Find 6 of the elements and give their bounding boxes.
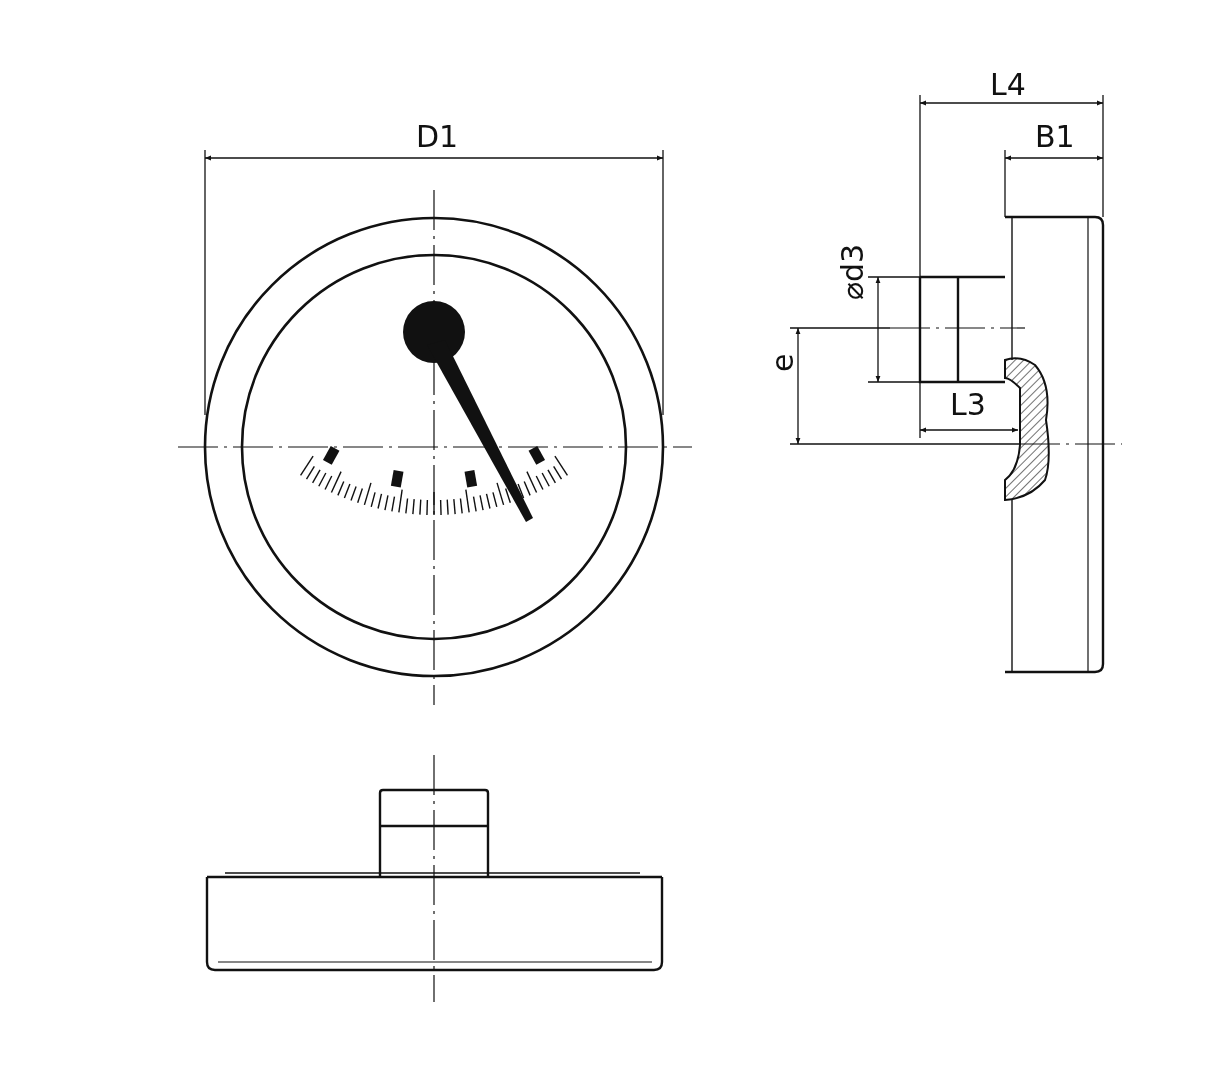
dimension-label: D1 [416, 122, 459, 152]
dimension-label: B1 [1035, 122, 1075, 152]
dimension-label: ⌀d3 [838, 243, 868, 300]
dimension-label: e [768, 353, 798, 372]
dimension-label: L4 [990, 70, 1026, 100]
dimension-label: L3 [950, 390, 986, 420]
